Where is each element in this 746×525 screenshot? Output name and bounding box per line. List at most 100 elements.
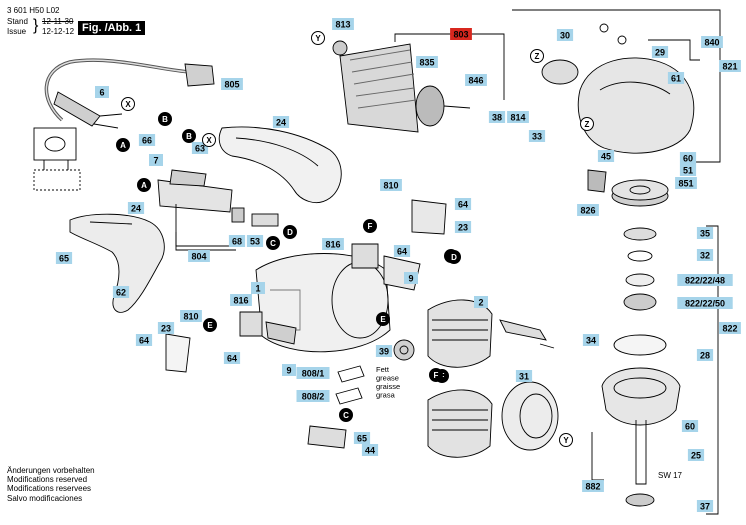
part-number: 810 (383, 181, 398, 191)
spacer-bracket (499, 319, 555, 349)
part-label-1: 1 (251, 282, 265, 294)
part-number: 826 (580, 206, 595, 216)
marker-letter: Z (585, 120, 590, 129)
issue-date: 12-12-12 (42, 27, 75, 36)
part-label-34: 34 (582, 334, 600, 346)
part-label-box (679, 164, 697, 176)
part-label-box (454, 198, 472, 210)
part-label-box (95, 86, 109, 98)
marker-circle (429, 368, 443, 382)
grease-note: grasa (376, 391, 396, 400)
marker-circle (339, 408, 353, 422)
handle-left (69, 213, 165, 313)
brace-glyph: } (33, 17, 39, 34)
part-number: 38 (492, 113, 502, 123)
part-label-808-2: 808/2 (296, 390, 330, 402)
part-label-box (112, 286, 130, 298)
part-label-65: 65 (55, 252, 73, 264)
part-label-804: 804 (188, 250, 210, 262)
part-label-box (221, 78, 243, 90)
marker-circle (311, 31, 325, 45)
spindle-stack (601, 227, 681, 507)
marker-a: A (137, 178, 151, 192)
part-label-822-22-50: 822/22/50 (677, 297, 733, 309)
part-label-box (465, 74, 487, 86)
part-number: 65 (357, 434, 367, 444)
marker-f: F (429, 368, 443, 382)
doc-number: 3 601 H50 L02 (7, 6, 60, 15)
part-number: 31 (519, 372, 529, 382)
part-label-box (180, 310, 202, 322)
marker-letter: D (287, 228, 293, 237)
part-number: 64 (139, 336, 149, 346)
part-number: 9 (408, 274, 413, 284)
part-label-box (582, 334, 600, 346)
part-label-6: 6 (95, 86, 109, 98)
field-coil-upper (427, 299, 493, 368)
marker-letter: F (368, 222, 373, 231)
marker-d: D (283, 225, 297, 239)
part-label-60: 60 (679, 152, 697, 164)
part-label-25: 25 (687, 449, 705, 461)
part-label-box (488, 111, 506, 123)
part-number: 24 (131, 204, 141, 214)
part-label-24: 24 (127, 202, 145, 214)
figure-title: Fig. /Abb. 1 (78, 21, 146, 35)
marker-letter: X (206, 136, 212, 145)
part-label-box (515, 370, 533, 382)
part-label-53: 53 (246, 235, 264, 247)
part-label-38: 38 (488, 111, 506, 123)
part-label-39: 39 (375, 345, 393, 357)
part-label-box (353, 432, 371, 444)
part-label-box (191, 142, 209, 154)
marker-circle (363, 219, 377, 233)
footer-note: Änderungen vorbehalten (7, 466, 95, 475)
marker-letter: E (207, 321, 213, 330)
marker-letter: Y (563, 436, 569, 445)
wrench-size-note: SW 17 (658, 471, 683, 480)
part-label-box (322, 238, 344, 250)
part-number: 7 (153, 156, 158, 166)
part-number: 840 (704, 38, 719, 48)
marker-circle (116, 138, 130, 152)
part-label-813: 813 (332, 18, 354, 30)
part-number: 822 (722, 324, 737, 334)
part-label-box (380, 179, 402, 191)
part-label-805: 805 (221, 78, 243, 90)
marker-e: E (203, 318, 217, 332)
part-label-box (416, 56, 438, 68)
marker-letter: X (125, 100, 131, 109)
bracket-804 (175, 232, 236, 247)
part-label-box (507, 111, 529, 123)
marker-circle (580, 117, 594, 131)
part-label-box (135, 334, 153, 346)
part-number: 23 (161, 324, 171, 334)
part-number: 68 (232, 237, 242, 247)
part-label-64: 64 (223, 352, 241, 364)
part-label-24: 24 (272, 116, 290, 128)
part-label-840: 840 (701, 36, 723, 48)
part-number: 835 (419, 58, 434, 68)
letter-markers: XBAXBACDYZZFDFEEDFCY (116, 31, 594, 447)
marker-circle (376, 312, 390, 326)
part-number: 851 (678, 179, 693, 189)
part-label-box (223, 352, 241, 364)
part-label-62: 62 (112, 286, 130, 298)
stand-date: 12-11-30 (42, 17, 74, 26)
part-label-64: 64 (454, 198, 472, 210)
part-label-box (393, 245, 411, 257)
part-number: 37 (700, 502, 710, 512)
part-label-box (296, 367, 330, 379)
part-label-64: 64 (393, 245, 411, 257)
part-label-9: 9 (404, 272, 418, 284)
part-label-box (157, 322, 175, 334)
part-label-box (651, 46, 669, 58)
switch-slider (157, 169, 279, 251)
part-number: 64 (458, 200, 468, 210)
part-label-box (361, 444, 379, 456)
marker-circle (137, 178, 151, 192)
part-number: 810 (183, 312, 198, 322)
part-number: 64 (227, 354, 237, 364)
part-number: 23 (458, 223, 468, 233)
part-label-box (296, 390, 330, 402)
